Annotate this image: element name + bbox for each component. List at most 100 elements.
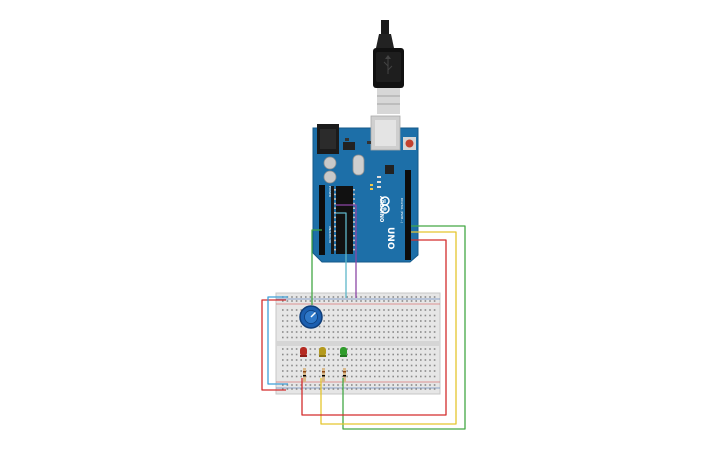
wire-green-pot-signal[interactable] bbox=[311, 229, 322, 305]
breadboard-hole bbox=[291, 325, 293, 328]
breadboard-hole bbox=[332, 370, 335, 372]
breadboard-hole bbox=[415, 359, 417, 361]
breadboard-hole bbox=[401, 364, 404, 367]
reset-button[interactable] bbox=[403, 137, 416, 150]
breadboard-hole bbox=[378, 320, 381, 322]
chip-pin bbox=[334, 239, 336, 242]
breadboard-hole bbox=[378, 364, 381, 367]
breadboard-hole bbox=[309, 384, 312, 386]
resistor-green[interactable] bbox=[343, 368, 346, 382]
breadboard-hole bbox=[383, 314, 385, 317]
breadboard-hole bbox=[282, 359, 284, 361]
breadboard-hole bbox=[378, 314, 381, 317]
breadboard-hole bbox=[410, 364, 413, 367]
breadboard-hole bbox=[300, 370, 302, 372]
breadboard-hole bbox=[351, 314, 353, 317]
breadboard[interactable] bbox=[275, 292, 441, 395]
breadboard-hole bbox=[328, 320, 330, 322]
breadboard-hole bbox=[360, 325, 362, 328]
breadboard-hole bbox=[360, 320, 362, 322]
breadboard-hole bbox=[383, 364, 385, 367]
arduino-uno-board[interactable]: ARDUINO UNO DIGITAL (PWM~) POWER ANALOG … bbox=[312, 115, 419, 263]
breadboard-hole bbox=[378, 300, 381, 302]
breadboard-hole bbox=[305, 296, 307, 298]
usb-cable[interactable] bbox=[373, 20, 404, 114]
breadboard-hole bbox=[406, 325, 408, 328]
breadboard-hole bbox=[369, 370, 371, 372]
breadboard-hole bbox=[401, 388, 404, 390]
breadboard-hole bbox=[424, 353, 427, 356]
chip-pin bbox=[353, 230, 355, 232]
led-red[interactable] bbox=[300, 347, 307, 357]
breadboard-hole bbox=[286, 336, 289, 339]
chip-pin bbox=[334, 244, 336, 246]
breadboard-hole bbox=[369, 309, 371, 311]
atmega-chip bbox=[336, 186, 353, 254]
breadboard-hole bbox=[295, 388, 298, 390]
breadboard-hole bbox=[309, 300, 312, 302]
breadboard-hole bbox=[378, 370, 381, 372]
breadboard-hole bbox=[378, 353, 381, 356]
breadboard-hole bbox=[360, 348, 362, 350]
wire-yellow-led[interactable] bbox=[320, 231, 457, 425]
potentiometer[interactable] bbox=[299, 305, 323, 329]
breadboard-hole bbox=[369, 320, 371, 322]
breadboard-hole bbox=[314, 331, 316, 333]
led-green[interactable] bbox=[340, 347, 347, 357]
resistor-red[interactable] bbox=[303, 368, 306, 382]
breadboard-hole bbox=[291, 300, 293, 302]
breadboard-hole bbox=[401, 359, 404, 361]
breadboard-hole bbox=[309, 336, 312, 339]
breadboard-hole bbox=[378, 325, 381, 328]
breadboard-hole bbox=[364, 388, 367, 390]
breadboard-hole bbox=[318, 384, 321, 386]
breadboard-hole bbox=[387, 309, 390, 311]
breadboard-hole bbox=[406, 300, 408, 302]
breadboard-hole bbox=[346, 309, 348, 311]
breadboard-hole bbox=[420, 353, 422, 356]
breadboard-hole bbox=[406, 348, 408, 350]
wire-red-led[interactable] bbox=[301, 239, 447, 416]
breadboard-hole bbox=[295, 331, 298, 333]
breadboard-hole bbox=[374, 336, 376, 339]
breadboard-hole bbox=[355, 348, 358, 350]
wire-blue-ground[interactable] bbox=[267, 296, 288, 385]
breadboard-hole bbox=[332, 388, 335, 390]
breadboard-hole bbox=[392, 364, 394, 367]
breadboard-hole bbox=[355, 384, 358, 386]
breadboard-hole bbox=[378, 336, 381, 339]
breadboard-hole bbox=[397, 320, 399, 322]
breadboard-hole bbox=[314, 359, 316, 361]
breadboard-hole bbox=[369, 336, 371, 339]
breadboard-hole bbox=[401, 296, 404, 298]
chip-pin bbox=[353, 198, 355, 200]
breadboard-hole bbox=[364, 353, 367, 356]
header-power-analog bbox=[319, 185, 325, 255]
breadboard-hole bbox=[351, 320, 353, 322]
wire-red-power[interactable] bbox=[261, 299, 286, 391]
breadboard-hole bbox=[286, 364, 289, 367]
led-yellow[interactable] bbox=[319, 347, 326, 357]
breadboard-hole bbox=[286, 370, 289, 372]
breadboard-hole bbox=[332, 320, 335, 322]
breadboard-hole bbox=[410, 325, 413, 328]
breadboard-hole bbox=[351, 348, 353, 350]
breadboard-hole bbox=[337, 296, 339, 298]
chip-pin bbox=[353, 216, 355, 219]
breadboard-hole bbox=[383, 348, 385, 350]
breadboard-hole bbox=[406, 364, 408, 367]
breadboard-hole bbox=[305, 384, 307, 386]
breadboard-hole bbox=[420, 388, 422, 390]
wire-purple-gnd[interactable] bbox=[336, 204, 357, 298]
wire-teal-5v[interactable] bbox=[336, 212, 347, 298]
breadboard-hole bbox=[424, 331, 427, 333]
breadboard-hole bbox=[351, 309, 353, 311]
wire-green-led[interactable] bbox=[342, 225, 466, 430]
digital-header-label: DIGITAL (PWM~) bbox=[400, 198, 404, 223]
breadboard-hole bbox=[429, 364, 431, 367]
breadboard-hole bbox=[383, 325, 385, 328]
resistor-yellow[interactable] bbox=[322, 368, 325, 382]
breadboard-hole bbox=[369, 348, 371, 350]
breadboard-hole bbox=[397, 364, 399, 367]
breadboard-hole bbox=[364, 384, 367, 386]
